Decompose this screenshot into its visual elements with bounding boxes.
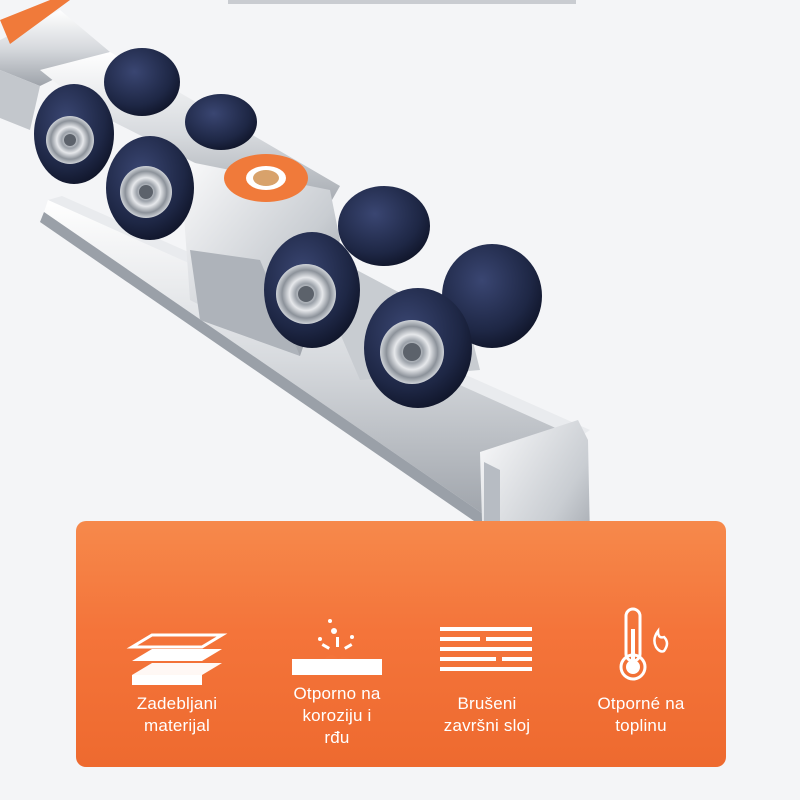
wheel-front-4 <box>364 288 472 408</box>
cropped-heading-remnant <box>228 0 576 4</box>
layered-sheets-icon <box>126 633 228 685</box>
feature-label-line1: Otporno na <box>293 684 381 703</box>
features-panel: Zadebljani materijal Otporno na koroziju… <box>76 521 726 767</box>
wheel-back-4 <box>442 244 542 348</box>
feature-label-line3: rđu <box>324 728 350 747</box>
feature-label-line2: toplinu <box>615 716 667 735</box>
wheel-front-3 <box>264 232 360 348</box>
feature-label-line2: materijal <box>143 716 211 735</box>
wheel-front-1 <box>34 84 114 184</box>
wheel-back-1 <box>104 48 180 116</box>
hanger-rod <box>0 0 110 130</box>
wheel-back-2 <box>185 94 257 150</box>
feature-label-line2: koroziju i <box>302 706 372 725</box>
orange-bolt <box>224 154 308 202</box>
feature-label-line1: Otporné na <box>597 694 685 713</box>
brushed-lines-icon <box>440 627 532 671</box>
wheel-back-3 <box>338 186 430 266</box>
thermometer-fire-icon <box>619 607 669 681</box>
wheel-front-2 <box>106 136 194 240</box>
feature-label-line1: Brušeni <box>457 694 517 713</box>
corrosion-impact-icon <box>292 619 382 675</box>
feature-label-line2: završni sloj <box>443 716 531 735</box>
feature-label-line1: Zadebljani <box>136 694 218 713</box>
